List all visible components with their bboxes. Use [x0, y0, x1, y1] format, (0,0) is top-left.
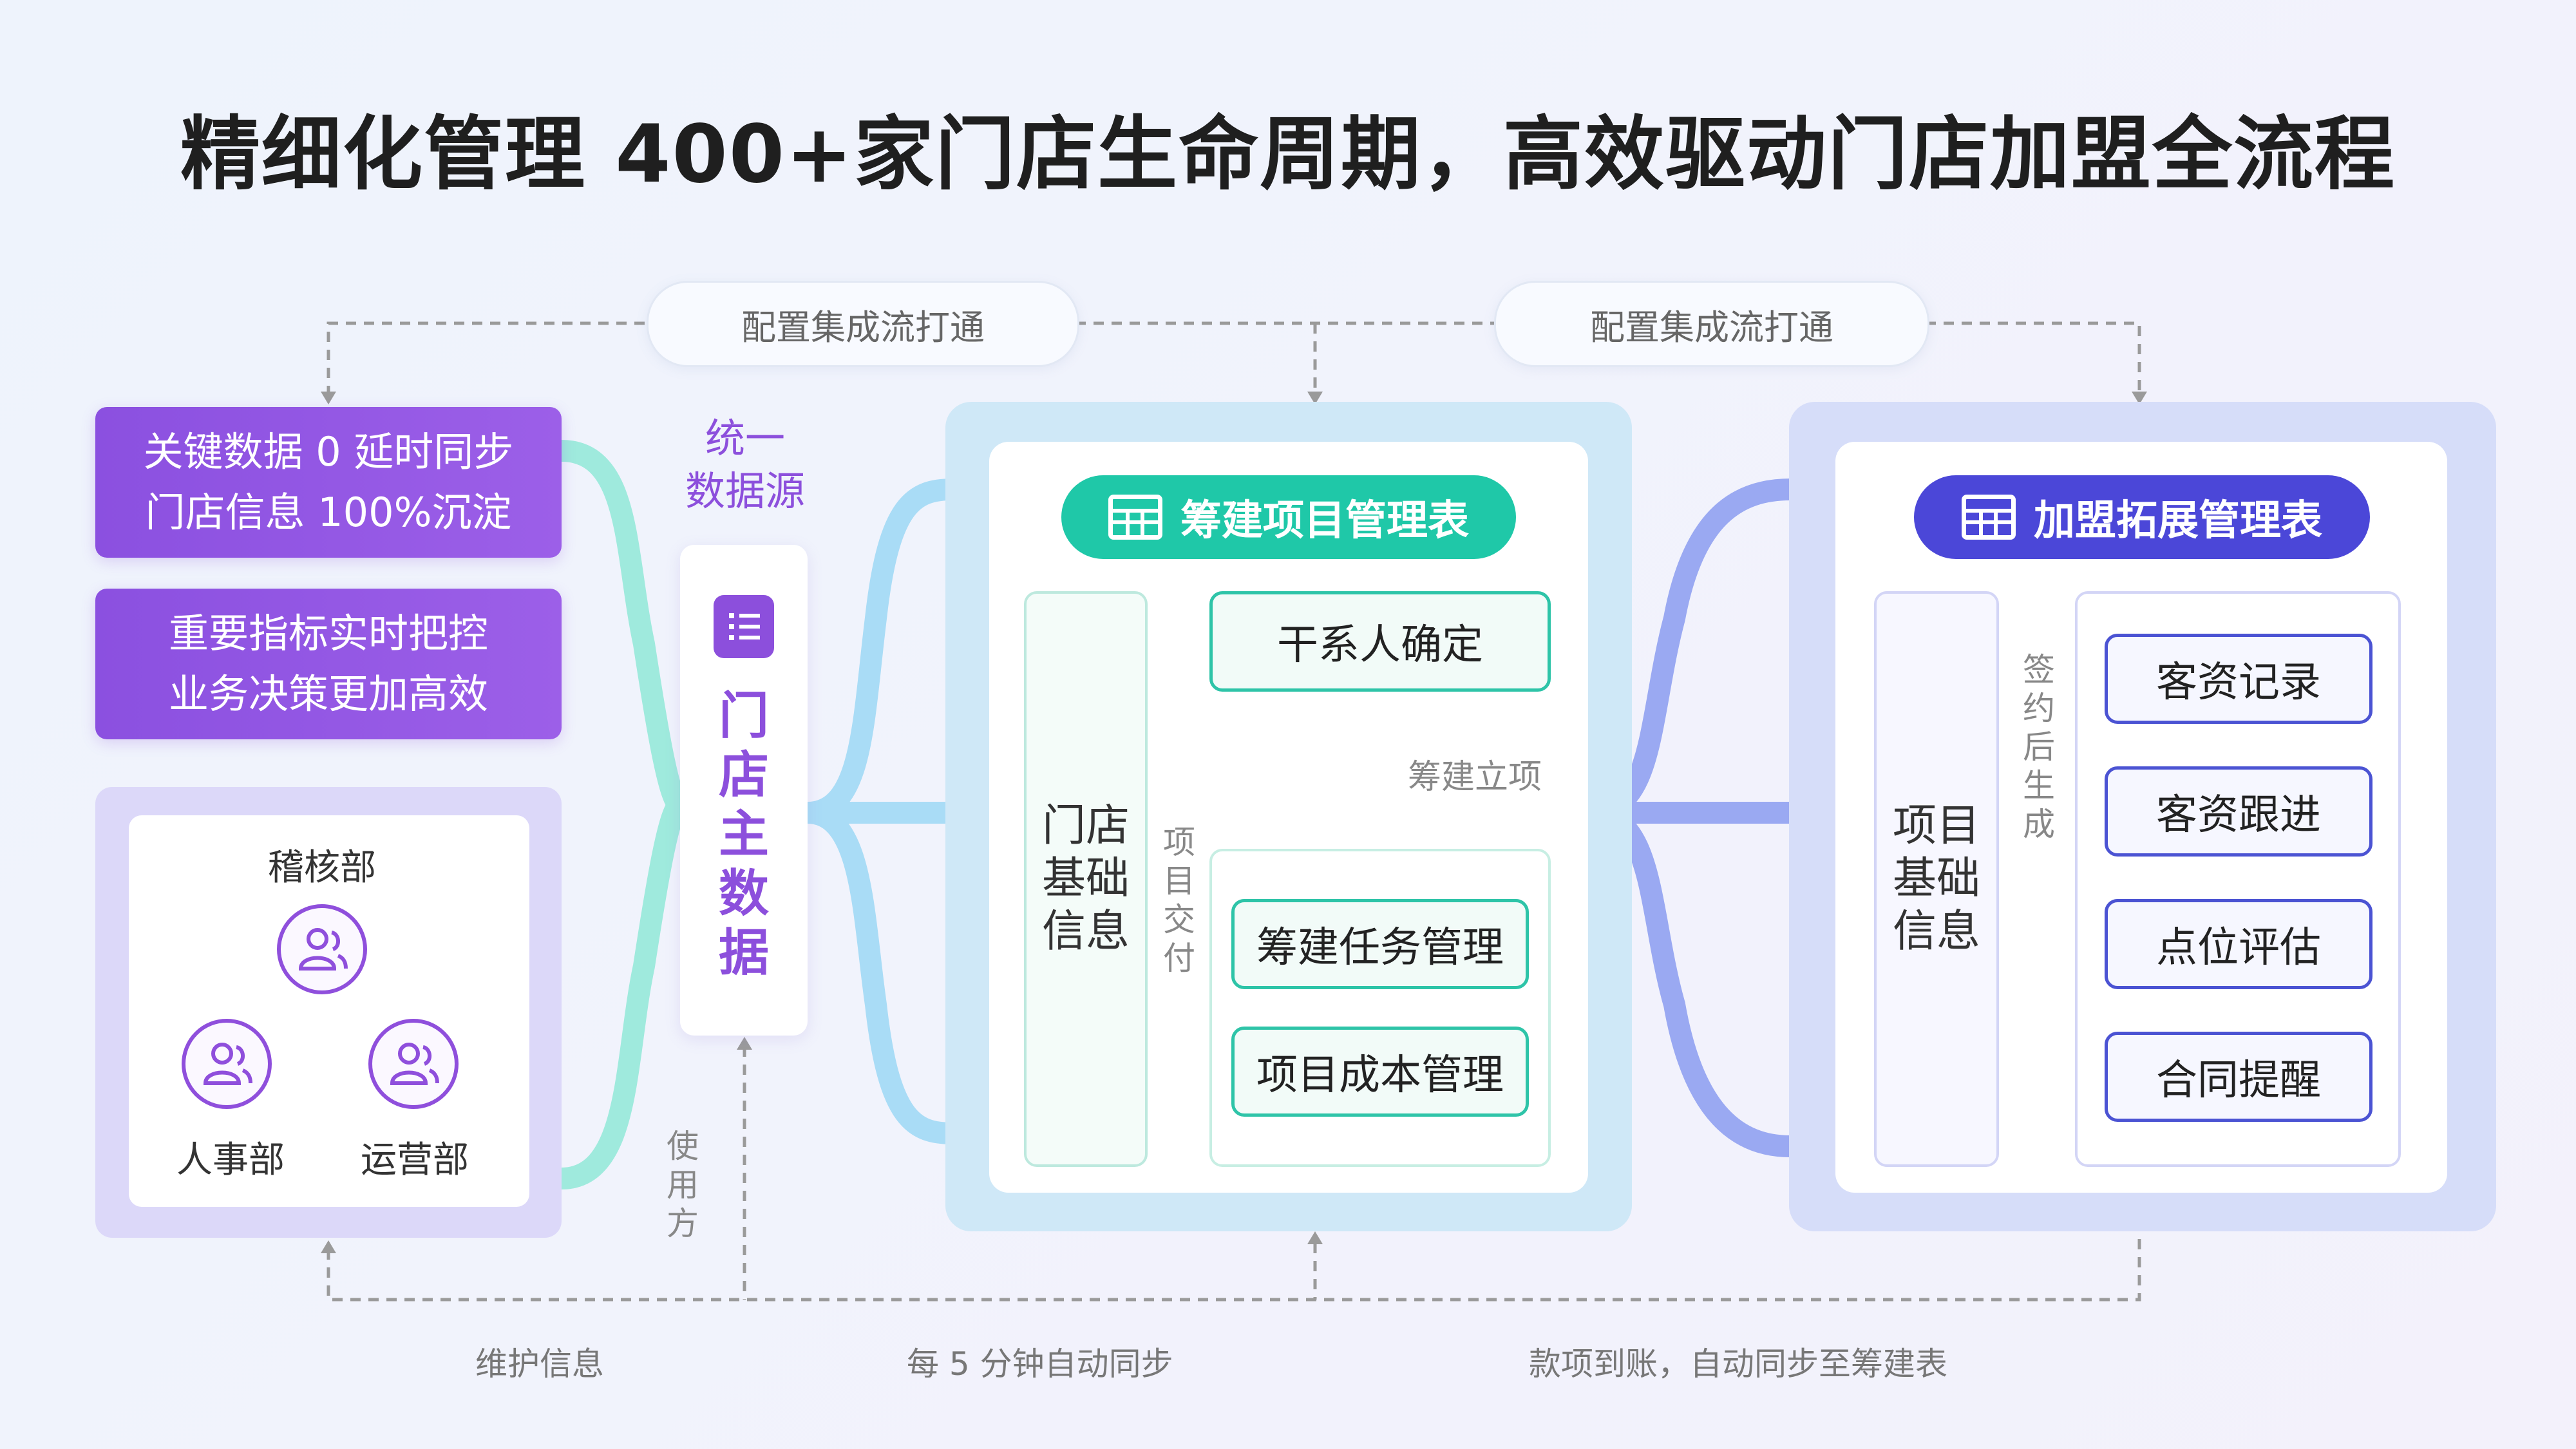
left-mint-connectors: [551, 440, 691, 1189]
project-basic-info-line1: 项目: [1892, 800, 1980, 851]
auto-sync-label: 每 5 分钟自动同步: [907, 1345, 1173, 1383]
franchise-table-header[interactable]: 加盟拓展管理表: [1914, 475, 2370, 559]
store-master-label: 门店主数据: [718, 687, 769, 982]
unified-source-title: 统一 数据源: [665, 412, 826, 518]
benefit-sync-line1: 关键数据 0 延时同步: [143, 428, 514, 475]
table-grid-icon: [1962, 495, 2016, 540]
table-grid-icon: [1108, 495, 1162, 540]
dept-audit-label: 稽核部: [268, 847, 376, 889]
unified-source-line1: 统一: [705, 415, 785, 462]
store-basic-info-line1: 门店: [1041, 800, 1130, 851]
payment-sync-label: 款项到账，自动同步至筹建表: [1529, 1345, 1947, 1383]
project-basic-info-line3: 信息: [1892, 906, 1980, 957]
bottom-dashed-lines: [327, 1046, 2141, 1302]
store-basic-info-line2: 基础: [1041, 853, 1130, 904]
project-cost-box[interactable]: 项目成本管理: [1231, 1027, 1529, 1117]
customer-record-box[interactable]: 客资记录: [2105, 634, 2372, 724]
dept-ops-label: 运营部: [361, 1139, 469, 1181]
generated-after-signing-label: 签约后生成: [2023, 651, 2055, 843]
franchise-table-title: 加盟拓展管理表: [2034, 497, 2322, 545]
task-group: [1209, 849, 1551, 1167]
benefit-decision-box: 重要指标实时把控 业务决策更加高效: [95, 589, 562, 739]
dept-hr-label: 人事部: [176, 1139, 285, 1181]
construction-table-header[interactable]: 筹建项目管理表: [1061, 475, 1516, 559]
construction-table-title: 筹建项目管理表: [1180, 497, 1469, 545]
audit-dept-person-icon: [277, 904, 367, 994]
user-side-label: 使用方: [667, 1128, 699, 1242]
document-list-icon: [714, 595, 774, 658]
integration-flow-pill-left: 配置集成流打通: [647, 281, 1079, 367]
integration-flow-pill-right: 配置集成流打通: [1494, 281, 1929, 367]
customer-followup-box[interactable]: 客资跟进: [2105, 766, 2372, 857]
construction-task-box[interactable]: 筹建任务管理: [1231, 899, 1529, 989]
project-basic-info-line2: 基础: [1892, 853, 1980, 904]
project-initiation-label: 筹建立项: [1408, 758, 1542, 797]
hr-dept-person-icon: [182, 1019, 272, 1109]
page-title: 精细化管理 400+家门店生命周期，高效驱动门店加盟全流程: [180, 108, 2396, 201]
store-basic-info-column: 门店 基础 信息: [1024, 591, 1148, 1167]
stakeholder-box[interactable]: 干系人确定: [1209, 591, 1551, 692]
ops-dept-person-icon: [368, 1019, 459, 1109]
department-card: [129, 815, 529, 1207]
benefit-sync-line2: 门店信息 100%沉淀: [145, 489, 512, 536]
benefit-decision-line1: 重要指标实时把控: [168, 610, 488, 657]
top-dashed-lines: [327, 321, 2141, 396]
unified-source-line2: 数据源: [685, 468, 805, 515]
site-evaluation-box[interactable]: 点位评估: [2105, 899, 2372, 989]
benefit-decision-line2: 业务决策更加高效: [168, 670, 488, 717]
project-delivery-label: 项目交付: [1163, 824, 1195, 977]
benefit-sync-box: 关键数据 0 延时同步 门店信息 100%沉淀: [95, 407, 562, 558]
store-basic-info-line3: 信息: [1041, 906, 1130, 957]
contract-reminder-box[interactable]: 合同提醒: [2105, 1032, 2372, 1122]
maintain-info-label: 维护信息: [475, 1345, 604, 1383]
arrowheads: [321, 392, 2147, 1253]
project-basic-info-column: 项目 基础 信息: [1874, 591, 1999, 1167]
